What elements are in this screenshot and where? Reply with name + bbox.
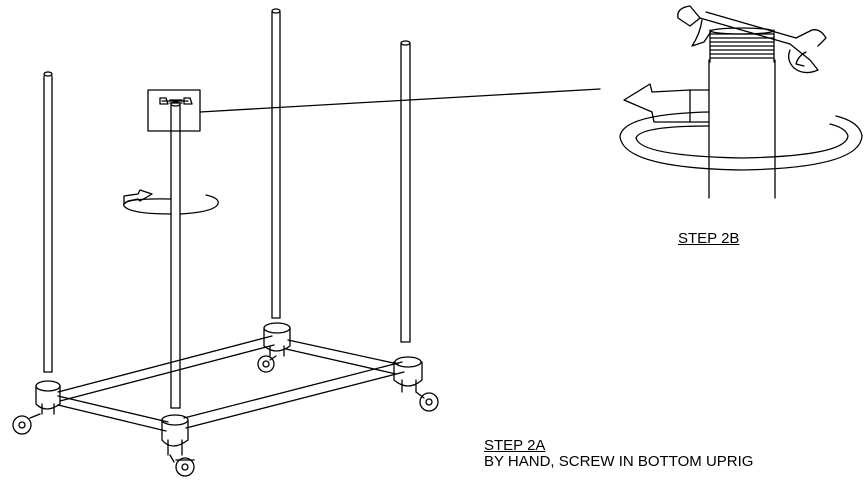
upright-back-right <box>271 8 281 319</box>
upright-back-left <box>43 71 53 373</box>
step-2b-detail <box>708 27 776 199</box>
step-2b-label: STEP 2B <box>678 230 740 247</box>
detail-callout-box <box>147 88 601 132</box>
step-2a-instruction: BY HAND, SCREW IN BOTTOM UPRIG <box>484 453 754 470</box>
caster-wheel-icon <box>12 355 439 477</box>
upright-center <box>170 101 181 409</box>
step-2a-label: STEP 2A <box>484 437 546 454</box>
pipe-fitting-icon <box>35 322 423 456</box>
upright-front-right <box>400 40 411 343</box>
rotation-arrow-icon <box>123 189 219 215</box>
base-frame <box>57 335 405 432</box>
wrench-icon <box>677 5 827 74</box>
rotation-arrow-icon <box>619 83 863 171</box>
